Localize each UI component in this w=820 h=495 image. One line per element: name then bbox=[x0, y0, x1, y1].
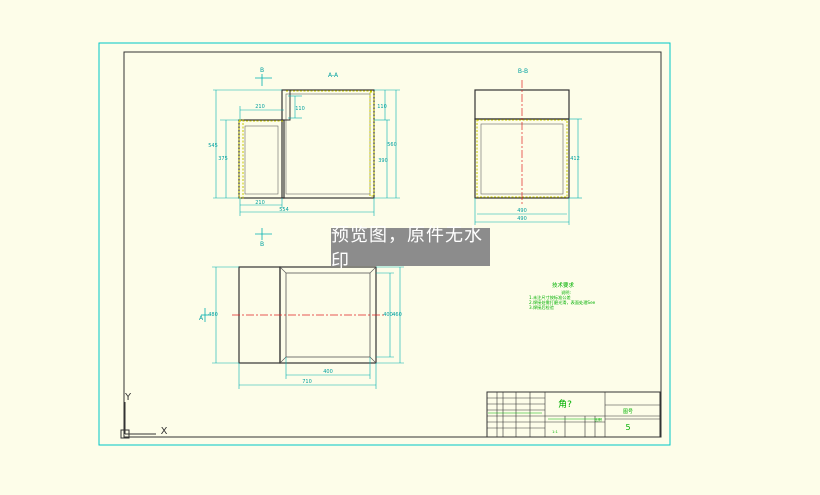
sheet-label: 图号 bbox=[623, 409, 633, 415]
section-view-aa[interactable]: A-A B bbox=[208, 67, 400, 216]
view-title-aa: A-A bbox=[328, 72, 339, 79]
dim-top-small-w: 210 bbox=[255, 104, 265, 110]
plan-corner bbox=[369, 266, 377, 274]
notes-line: 3.焊接后检验 bbox=[529, 304, 555, 311]
dim-right-top: 110 bbox=[377, 104, 387, 110]
hatch-wall-left bbox=[238, 119, 244, 199]
dim-plan-inner-w: 400 bbox=[323, 369, 333, 375]
ucs-icon: Y X bbox=[120, 392, 168, 439]
body-inner bbox=[285, 93, 371, 195]
title-block-frame bbox=[486, 391, 661, 438]
scale-label: 比例 bbox=[595, 417, 603, 422]
dim-bottom-left: 210 bbox=[255, 200, 265, 206]
left-compartment bbox=[238, 119, 285, 199]
bb-body-outer bbox=[474, 118, 570, 199]
scale-value: 1:1 bbox=[552, 430, 558, 434]
dim-plan-left: 480 bbox=[208, 312, 218, 318]
dim-inner-right: 390 bbox=[378, 158, 388, 164]
section-view-bb[interactable]: B-B 412 490 490 bbox=[474, 68, 582, 225]
dim-right-total: 560 bbox=[387, 142, 397, 148]
ucs-x-label: X bbox=[161, 426, 168, 437]
notes-heading: 技术要求 bbox=[552, 281, 575, 289]
drawing-name: 角? bbox=[558, 398, 572, 410]
notes-line: 1.未注尺寸按标准公差 bbox=[529, 294, 571, 301]
dimensions-bb bbox=[474, 118, 582, 225]
left-compartment-inner bbox=[244, 125, 279, 195]
technical-notes: 技术要求 说明: 1.未注尺寸按标准公差 2.焊接处需打磨光滑，表面处理See … bbox=[529, 281, 596, 311]
title-block[interactable]: 角? 图号 5 比例 1:1 bbox=[486, 391, 661, 438]
hatch-wall-right bbox=[369, 91, 375, 197]
plan-corner bbox=[369, 356, 377, 364]
dim-left-inner: 375 bbox=[218, 156, 228, 162]
dimensions-plan bbox=[212, 266, 404, 389]
plan-left-block bbox=[238, 266, 281, 364]
plan-corner bbox=[279, 266, 287, 274]
dim-bb-total-w: 490 bbox=[517, 216, 527, 222]
dim-bb-inner-w: 490 bbox=[517, 208, 527, 214]
title-block-grid bbox=[487, 392, 660, 437]
section-mark-b: B bbox=[260, 67, 264, 74]
dimensions-aa bbox=[213, 89, 400, 216]
dim-plan-right-outer: 460 bbox=[392, 312, 402, 318]
plan-corner bbox=[279, 356, 287, 364]
inner-frame bbox=[123, 51, 662, 438]
view-title-bb: B-B bbox=[518, 68, 528, 75]
outer-frame bbox=[98, 42, 671, 446]
dim-top-small-h: 110 bbox=[295, 106, 305, 112]
dim-plan-right-inner: 400 bbox=[383, 312, 393, 318]
ucs-y-label: Y bbox=[124, 392, 132, 403]
sheet-number: 5 bbox=[625, 423, 630, 432]
dim-plan-total-w: 710 bbox=[302, 379, 312, 385]
dim-bottom-total: 554 bbox=[279, 207, 289, 213]
title-block-cells bbox=[488, 412, 602, 420]
notes-line: 2.焊接处需打磨光滑，表面处理See bbox=[529, 299, 596, 306]
dim-left-total: 545 bbox=[208, 143, 218, 149]
section-mark-a: A bbox=[199, 315, 204, 322]
dim-bb-right: 412 bbox=[570, 156, 580, 162]
notes-line: 说明: bbox=[561, 289, 571, 296]
watermark-banner: 预览图，原件无水印 bbox=[331, 225, 490, 272]
step-notch bbox=[284, 89, 291, 121]
section-mark-b-lower: B bbox=[260, 241, 264, 248]
plan-view[interactable]: B A 480 bbox=[199, 228, 404, 389]
